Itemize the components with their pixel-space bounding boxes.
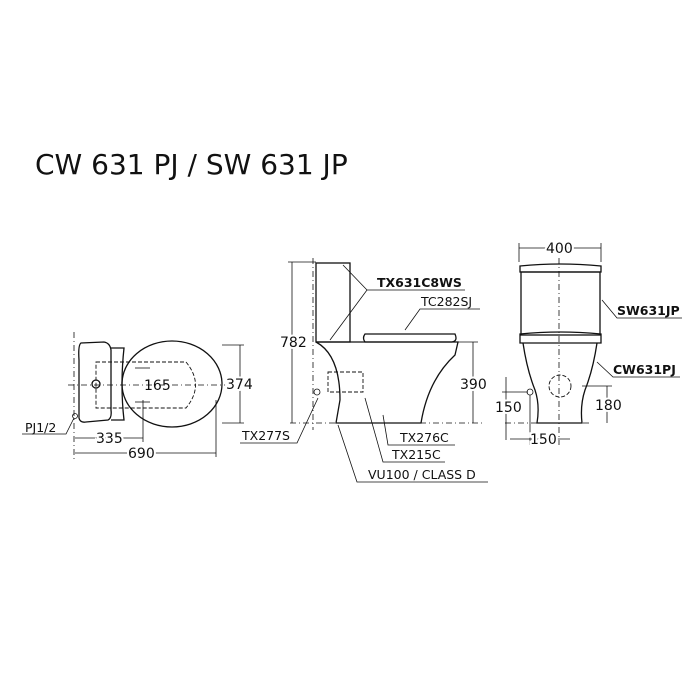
dim-400: 400 xyxy=(546,241,573,257)
label-tx631c8ws: TX631C8WS xyxy=(377,275,462,290)
seat-side xyxy=(362,333,457,343)
dim-782: 782 xyxy=(280,335,307,351)
dim-165: 165 xyxy=(144,378,171,394)
label-tx215c: TX215C xyxy=(391,447,441,462)
dim-374: 374 xyxy=(226,377,253,393)
bowl-outline xyxy=(121,340,223,428)
dim-180: 180 xyxy=(595,398,622,414)
dim-390: 390 xyxy=(460,377,487,393)
tank-side xyxy=(315,262,351,343)
dim-150-offset: 150 xyxy=(530,432,557,448)
tank-front xyxy=(520,271,601,336)
label-vu100: VU100 / CLASS D xyxy=(368,467,476,482)
front-view: 400 SW631JP CW631PJ 180 150 150 xyxy=(493,239,682,450)
bowl-front xyxy=(522,342,598,424)
tank-lid xyxy=(519,263,602,273)
label-tx277s: TX277S xyxy=(241,428,290,443)
dim-690: 690 xyxy=(128,446,155,462)
dim-150-height: 150 xyxy=(495,400,522,416)
side-view: 782 390 TX631C8WS TC282SJ TX277S TX276C … xyxy=(240,258,489,483)
seat-front xyxy=(519,331,602,344)
top-view: PJ1/2 165 374 335 690 xyxy=(22,332,255,464)
bowl-side xyxy=(315,341,459,424)
tank-outline xyxy=(78,341,112,423)
label-pj12: PJ1/2 xyxy=(25,420,56,435)
label-tx276c: TX276C xyxy=(399,430,449,445)
label-cw631pj: CW631PJ xyxy=(613,362,676,377)
label-tc282sj: TC282SJ xyxy=(420,294,472,309)
dim-335: 335 xyxy=(96,431,123,447)
label-sw631jp: SW631JP xyxy=(617,303,680,318)
drawing-title: CW 631 PJ / SW 631 JP xyxy=(35,148,348,181)
